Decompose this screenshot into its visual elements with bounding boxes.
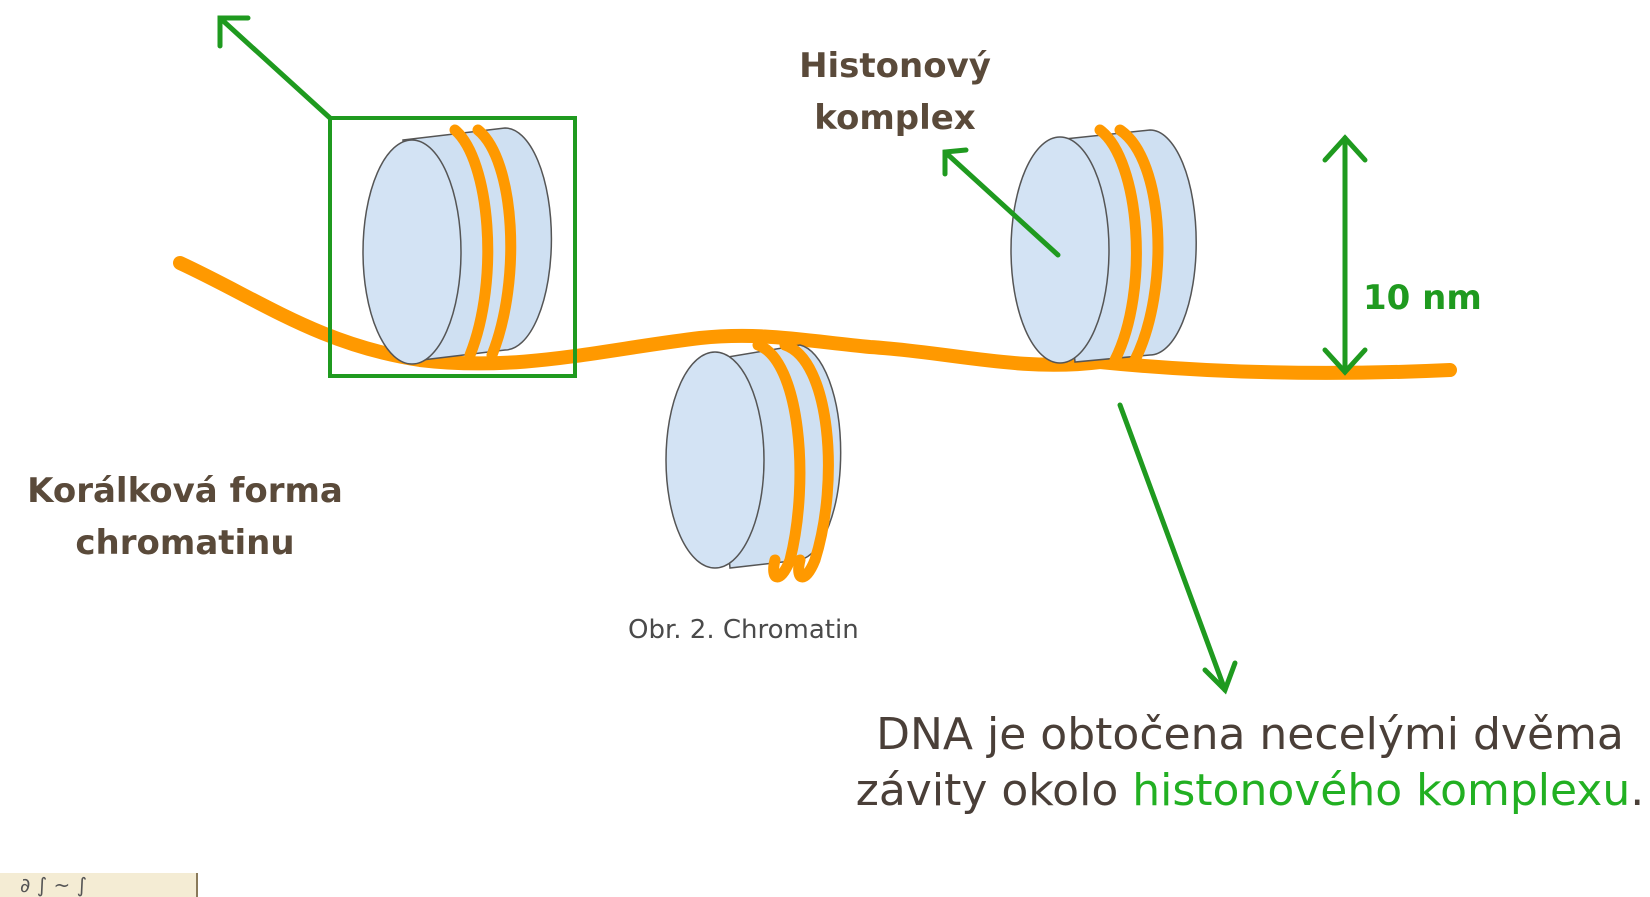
arrow-10nm	[1325, 138, 1365, 372]
corner-tab: ∂ ∫ ~ ∫	[0, 873, 198, 897]
arrow-box-up-left	[220, 18, 330, 118]
description-text: DNA je obtočena necelými dvěma závity ok…	[850, 707, 1650, 819]
size-label: 10 nm	[1363, 272, 1482, 324]
nucleosome-2	[666, 345, 841, 577]
arrow-to-description	[1120, 405, 1235, 690]
beads-form-label: Korálková forma chromatinu	[0, 465, 370, 569]
histone-complex-label: Histonový komplex	[770, 40, 1020, 144]
nucleosome-1	[363, 128, 551, 364]
figure-caption: Obr. 2. Chromatin	[628, 615, 859, 645]
nucleosome-3	[1011, 130, 1196, 363]
description-highlight: histonového komplexu	[1132, 765, 1630, 816]
corner-scribble-icon: ∂ ∫ ~ ∫	[20, 873, 87, 897]
description-part-2: .	[1630, 765, 1644, 816]
